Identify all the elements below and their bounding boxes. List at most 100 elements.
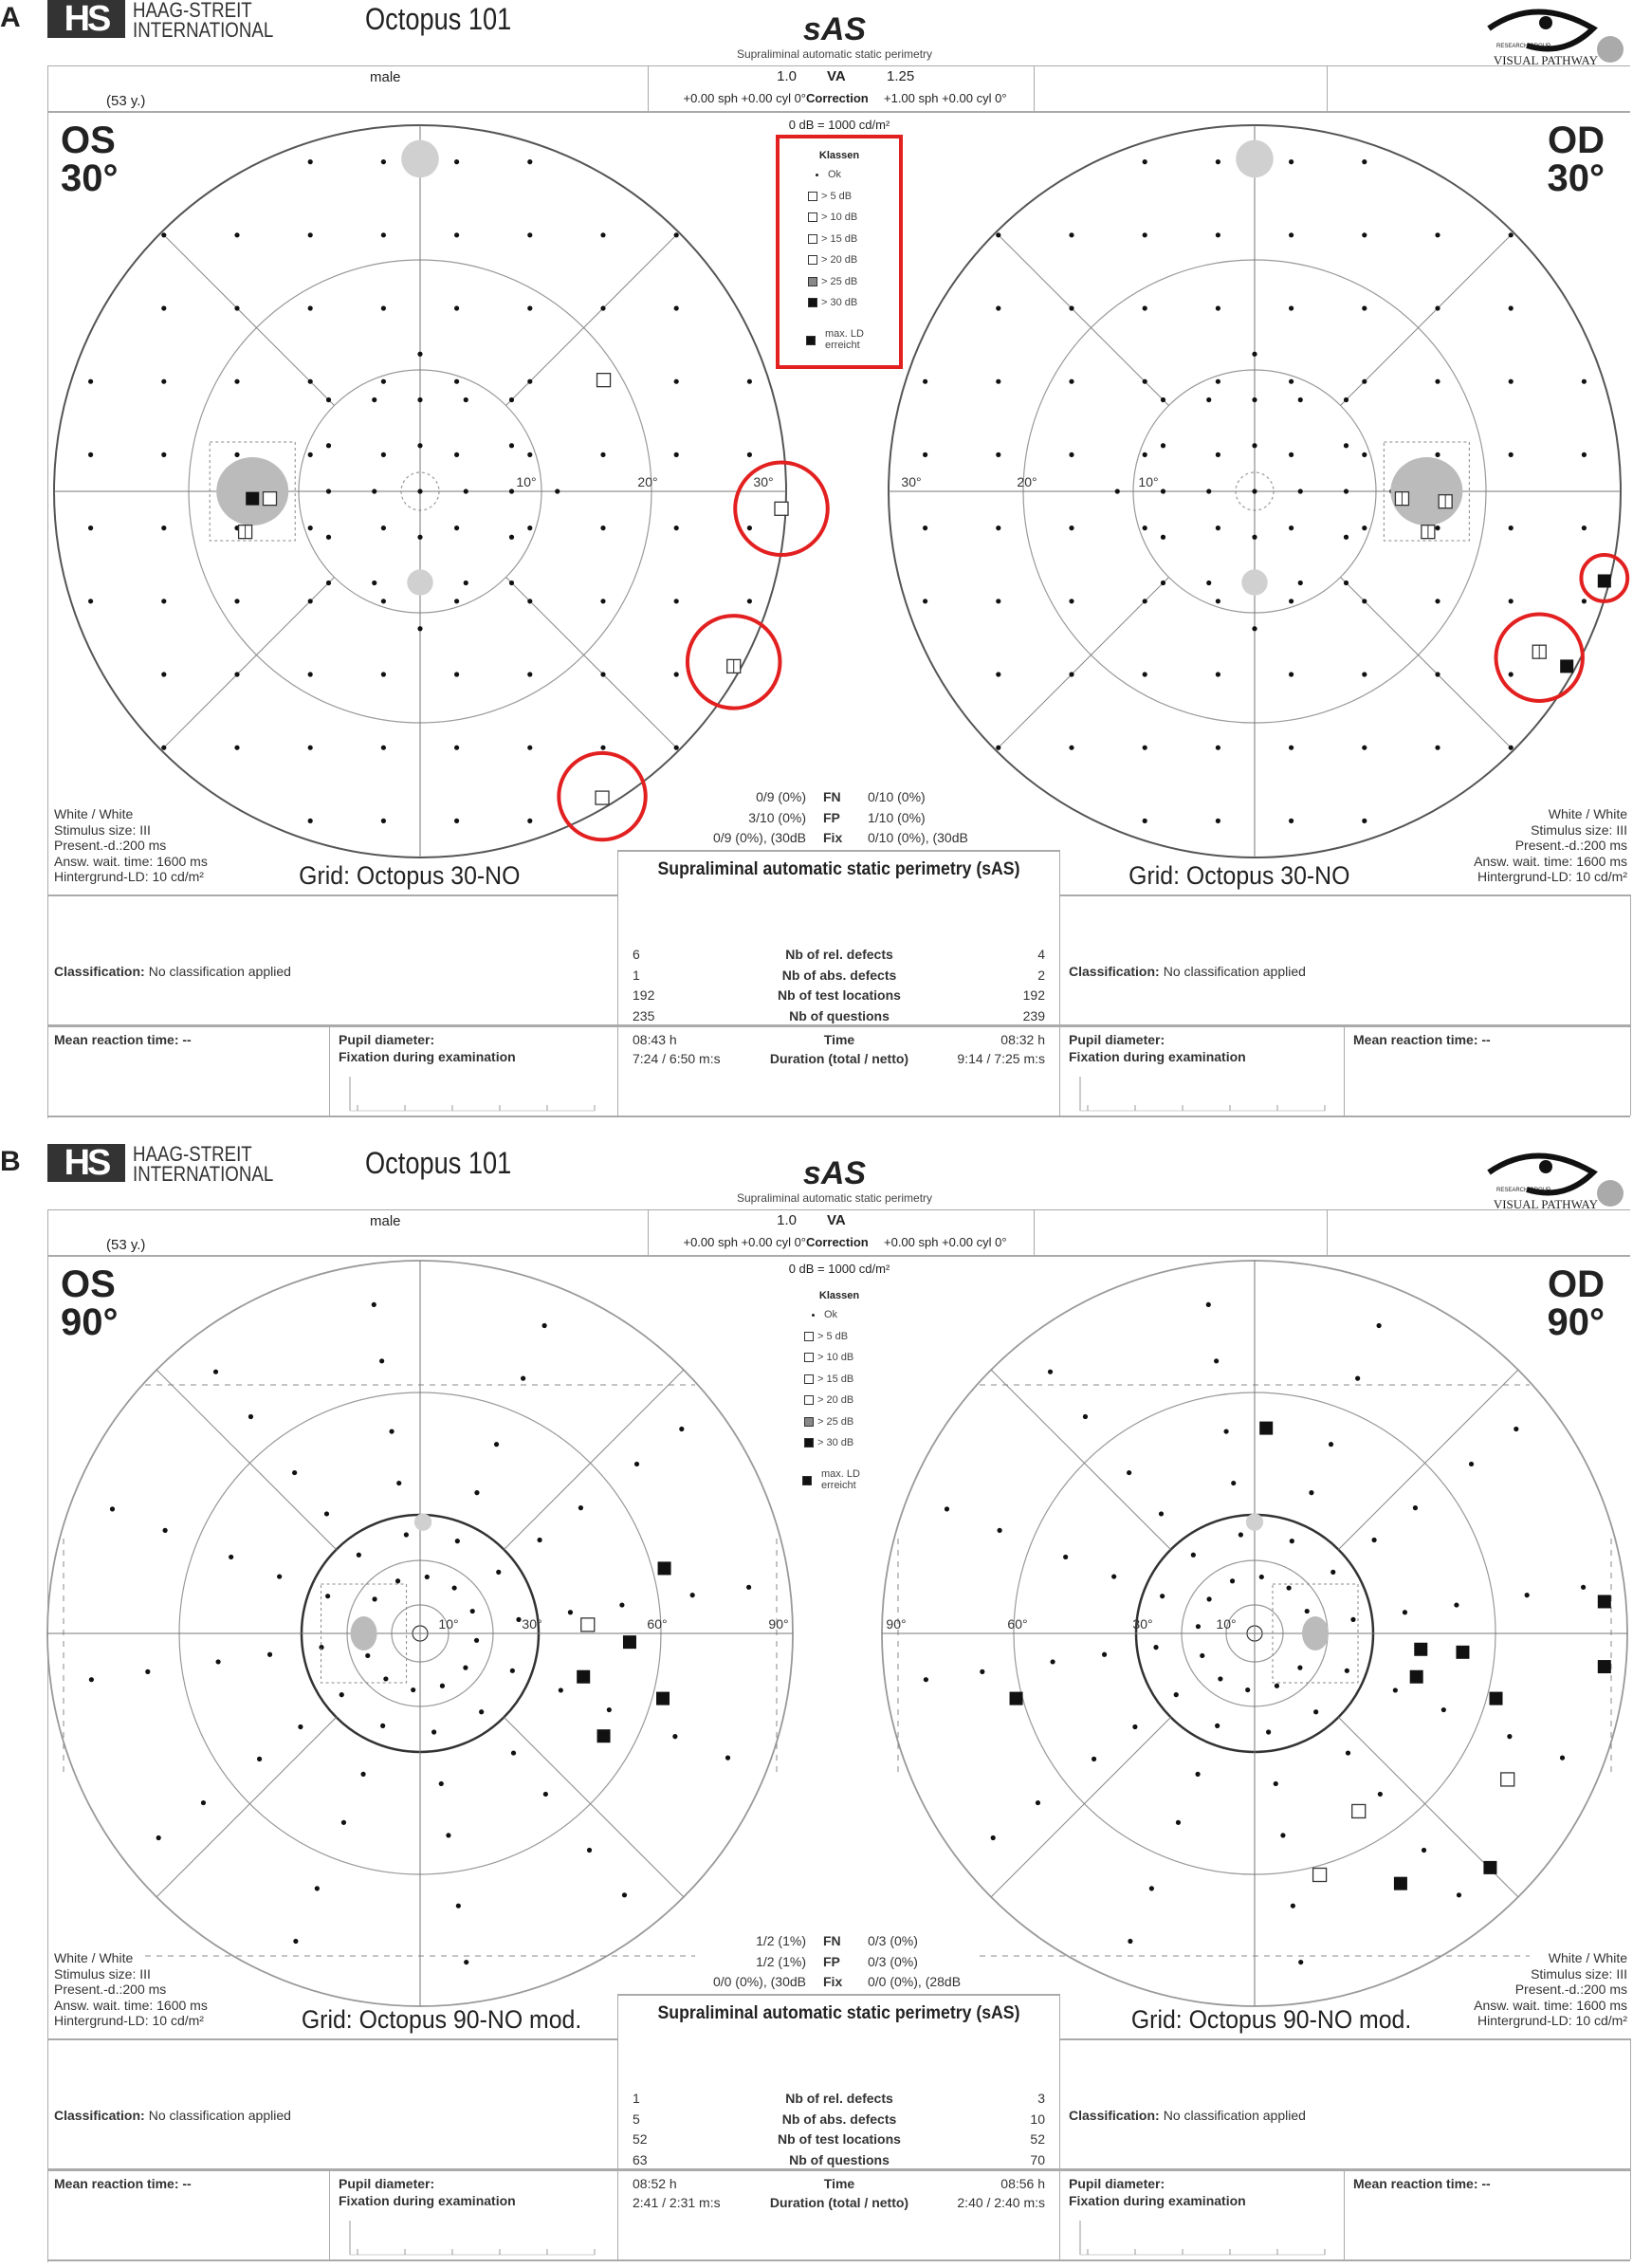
haag-streit-logo: HS <box>47 0 125 38</box>
time-os: 08:43 h <box>633 1032 677 1047</box>
legend-item: > 15 dB <box>776 1374 903 1385</box>
logo-small-text: RESEARCH GROUP <box>1495 1188 1550 1193</box>
test-point-ok <box>527 452 533 457</box>
stimulus-line: Stimulus size: III <box>54 1965 151 1982</box>
fixation-chart <box>349 2221 596 2256</box>
legend-symbol-icon <box>804 1331 814 1341</box>
test-point-ok <box>161 599 167 604</box>
test-point-ok <box>389 1429 394 1434</box>
sector-line <box>995 577 1169 751</box>
test-point-ok <box>1362 672 1367 677</box>
table-border <box>47 65 1630 66</box>
sector-line <box>160 577 335 751</box>
test-point-ok <box>527 818 533 823</box>
test-point-ok <box>88 526 94 531</box>
defect-absolute <box>246 491 260 506</box>
test-point-ok <box>479 1709 485 1715</box>
defect-absolute <box>656 1691 670 1706</box>
test-point-ok <box>383 1676 389 1682</box>
test-point-ok <box>1440 1706 1446 1713</box>
time-os: 7:24 / 6:50 m:s <box>633 1051 721 1066</box>
pupil-diameter-label: Pupil diameter: <box>339 2176 435 2191</box>
test-point-ok <box>161 672 167 677</box>
test-point-ok <box>745 1584 752 1590</box>
panel-label: B <box>0 1146 21 1177</box>
legend-item: > 20 dB <box>776 1394 903 1406</box>
test-point-ok <box>229 1554 234 1560</box>
sector-line <box>1340 231 1514 406</box>
va-os: 1.0 <box>777 1212 797 1228</box>
time-od: 08:32 h <box>1000 1032 1045 1047</box>
eccentricity-label: 10° <box>1216 1616 1236 1632</box>
classification: Classification:No classification applied <box>54 2108 291 2124</box>
legend-symbol-icon <box>808 233 817 244</box>
test-point-ok <box>463 489 468 494</box>
test-point-ok <box>1274 1683 1280 1688</box>
defect-absolute <box>1409 1669 1423 1684</box>
test-point-ok <box>1148 1886 1154 1891</box>
test-point-ok <box>1175 1819 1182 1825</box>
test-point-ok <box>277 1574 283 1579</box>
device-name: Octopus 101 <box>365 2 512 36</box>
table-divider <box>1327 65 1328 111</box>
test-point-ok <box>454 526 460 531</box>
test-point-ok <box>411 1687 416 1693</box>
blind-spot-marker <box>1241 569 1268 596</box>
legend-label: Ok <box>824 1309 838 1320</box>
luminance-note: 0 dB = 1000 cd/m² <box>788 118 890 132</box>
test-point-ok <box>88 378 94 384</box>
legend-label: > 25 dB <box>821 275 858 287</box>
defect-absolute <box>1597 1595 1611 1609</box>
test-point-ok <box>1215 378 1220 384</box>
grid-name: Grid: Octopus 90-NO mod. <box>1130 2005 1412 2034</box>
test-point-ok <box>1343 580 1349 586</box>
test-point-ok <box>307 159 313 165</box>
reliability-label: FP <box>823 809 840 825</box>
test-point-ok <box>1069 378 1074 384</box>
eccentricity-label: 60° <box>647 1616 667 1632</box>
test-point-ok <box>1195 1771 1201 1777</box>
test-point-ok <box>1069 232 1074 238</box>
test-point-ok <box>496 1569 502 1575</box>
test-point-ok <box>578 1505 584 1511</box>
table-divider <box>648 1209 649 1255</box>
test-point-ok <box>527 305 533 311</box>
stimulus-line: Answ. wait. time: 1600 ms <box>54 1997 208 2013</box>
test-point-ok <box>508 489 515 494</box>
eccentricity-label: 10° <box>516 474 536 489</box>
test-point-ok <box>1273 1780 1278 1787</box>
eccentricity-label: 60° <box>1007 1616 1027 1632</box>
stimulus-line: Hintergrund-LD: 10 cd/m² <box>54 869 204 884</box>
test-point-ok <box>446 1833 451 1838</box>
stat-os: 6 <box>633 947 640 962</box>
test-point-ok <box>1362 305 1367 311</box>
test-point-ok <box>307 599 313 604</box>
stimulus-line: Hintergrund-LD: 10 cd/m² <box>1477 869 1627 884</box>
table-border <box>1059 2038 1630 2040</box>
eccentricity-label: 20° <box>637 474 657 489</box>
pupil-diameter-label: Pupil diameter: <box>1069 1032 1165 1047</box>
sector-line <box>1340 577 1514 751</box>
test-point-ok <box>1289 818 1294 823</box>
program-subtitle: Supraliminal automatic static perimetry <box>736 47 933 61</box>
test-point-ok <box>1091 1756 1097 1761</box>
test-point-ok <box>558 1687 563 1693</box>
stimulus-line: Answ. wait. time: 1600 ms <box>1474 1997 1627 2013</box>
sector-line <box>156 1369 337 1550</box>
stimulus-line: Stimulus size: III <box>1531 1965 1627 1982</box>
test-point-ok <box>1355 1375 1361 1381</box>
stimulus-line: Answ. wait. time: 1600 ms <box>54 853 208 869</box>
brand-line1: HAAG-STREIT <box>133 0 252 22</box>
test-point-ok <box>325 489 332 494</box>
test-point-ok <box>454 305 460 311</box>
test-point-ok <box>1289 745 1294 750</box>
test-point-ok <box>673 378 679 384</box>
test-point-ok <box>307 452 313 457</box>
defect-gt5db <box>262 490 278 507</box>
legend-symbol-icon <box>804 1353 814 1363</box>
test-point-ok <box>508 396 515 403</box>
test-point-ok <box>527 159 533 165</box>
